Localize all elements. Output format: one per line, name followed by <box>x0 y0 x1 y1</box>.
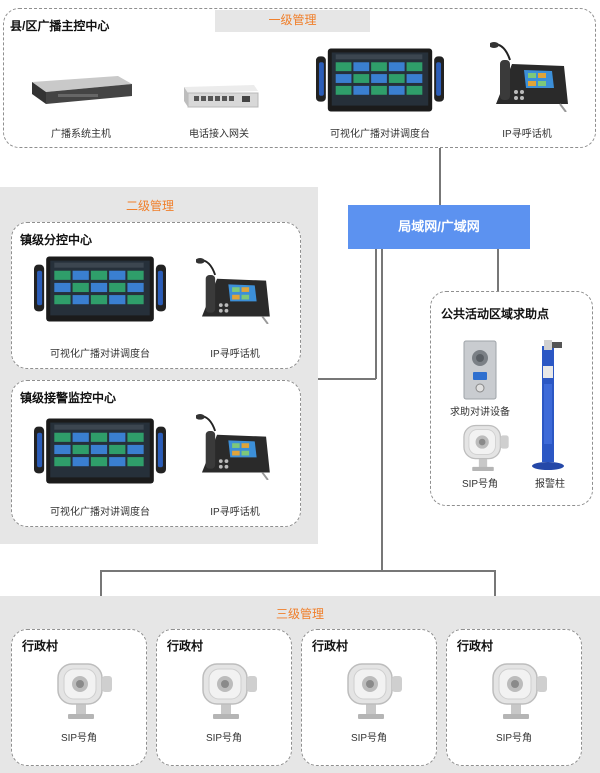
connector-line <box>318 378 376 380</box>
device-caption: 可视化广播对讲调度台 <box>45 503 155 518</box>
village-title: 行政村 <box>457 637 493 654</box>
connector-line <box>375 249 377 379</box>
ip-paging-phone-icon <box>196 414 272 480</box>
device-caption: 可视化广播对讲调度台 <box>325 125 435 140</box>
device-caption: IP寻呼话机 <box>205 503 265 518</box>
connector-line <box>100 570 495 572</box>
broadcast-host-icon <box>28 72 134 108</box>
town-control-title: 镇级分控中心 <box>20 231 92 248</box>
village-title: 行政村 <box>167 637 203 654</box>
ip-paging-phone-icon <box>196 258 272 324</box>
device-caption: 广播系统主机 <box>46 125 116 140</box>
network-node: 局域网/广域网 <box>348 205 530 249</box>
village-title: 行政村 <box>22 637 58 654</box>
device-caption: IP寻呼话机 <box>205 345 265 360</box>
top-box-title: 县/区广播主控中心 <box>10 17 109 34</box>
device-caption: 可视化广播对讲调度台 <box>45 345 155 360</box>
ip-paging-phone-icon <box>490 42 570 112</box>
sip-horn-icon <box>46 660 116 720</box>
level1-label: 一级管理 <box>215 10 370 32</box>
gateway-icon <box>178 83 260 109</box>
device-caption: 报警柱 <box>525 475 575 490</box>
device-caption: SIP号角 <box>199 729 249 744</box>
dispatch-console-icon <box>34 256 166 322</box>
dispatch-console-icon <box>34 418 166 484</box>
device-caption: SIP号角 <box>455 475 505 490</box>
town-alarm-title: 镇级接警监控中心 <box>20 389 116 406</box>
device-caption: IP寻呼话机 <box>497 125 557 140</box>
sip-horn-icon <box>481 660 551 720</box>
village-title: 行政村 <box>312 637 348 654</box>
device-caption: SIP号角 <box>54 729 104 744</box>
sip-horn-icon <box>454 422 512 472</box>
connector-line <box>497 249 499 291</box>
device-caption: 求助对讲设备 <box>448 403 512 418</box>
level3-label: 三级管理 <box>230 604 370 624</box>
connector-line <box>100 570 102 596</box>
connector-line <box>381 249 383 571</box>
sip-horn-icon <box>191 660 261 720</box>
connector-line <box>439 148 441 205</box>
device-caption: SIP号角 <box>344 729 394 744</box>
device-caption: SIP号角 <box>489 729 539 744</box>
public-help-title: 公共活动区域求助点 <box>441 305 549 322</box>
alarm-pillar-icon <box>530 336 570 472</box>
level2-label: 二级管理 <box>80 196 220 216</box>
dispatch-console-icon <box>316 48 444 112</box>
intercom-device-icon <box>463 340 497 400</box>
device-caption: 电话接入网关 <box>184 125 254 140</box>
sip-horn-icon <box>336 660 406 720</box>
connector-line <box>494 570 496 596</box>
